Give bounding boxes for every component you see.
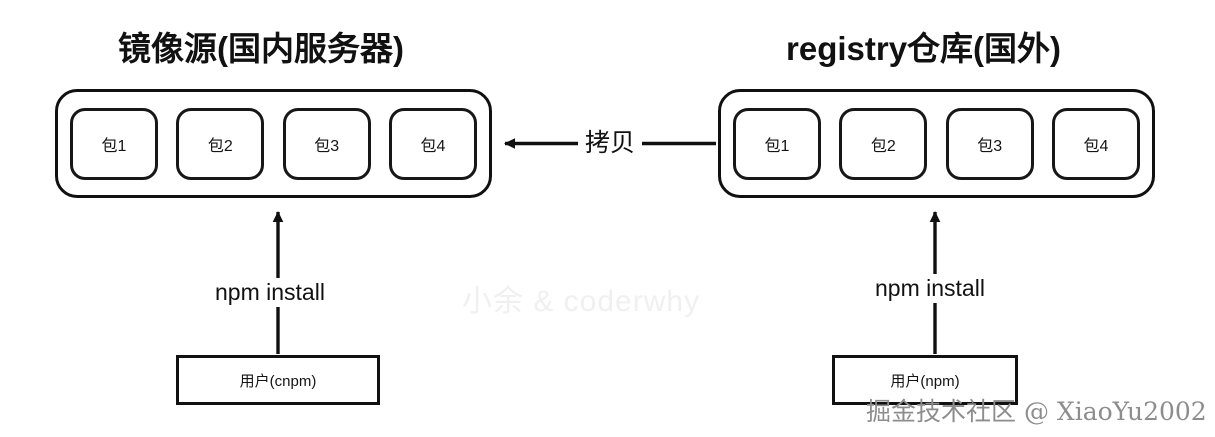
registry-package-1: 包1 bbox=[733, 107, 821, 180]
user-box-label: 用户(cnpm) bbox=[239, 372, 317, 390]
group-title-registry: registry仓库(国外) bbox=[786, 30, 1062, 67]
package-label: 包4 bbox=[420, 137, 446, 155]
group-title-mirror: 镜像源(国内服务器) bbox=[118, 30, 404, 67]
user-box-cnpm: 用户(cnpm) bbox=[176, 355, 380, 405]
registry-package-4: 包4 bbox=[1051, 107, 1140, 180]
mirror-package-1: 包1 bbox=[70, 107, 158, 180]
user-box-npm: 用户(npm) bbox=[832, 355, 1018, 405]
user-box-label: 用户(npm) bbox=[890, 372, 960, 390]
mirror-package-2: 包2 bbox=[176, 107, 265, 180]
registry-container: 包1 包2 包3 包4 bbox=[718, 89, 1155, 198]
edge-label-copy: 拷贝 bbox=[578, 129, 643, 158]
registry-package-3: 包3 bbox=[945, 107, 1034, 180]
package-label: 包1 bbox=[764, 137, 790, 155]
watermark-bottom: 掘金技术社区 @ XiaoYu2002 bbox=[866, 397, 1207, 426]
watermark-center: 小余 & coderwhy bbox=[462, 285, 701, 318]
registry-package-2: 包2 bbox=[839, 107, 928, 180]
mirror-package-4: 包4 bbox=[388, 107, 477, 180]
edge-label-install-right: npm install bbox=[869, 274, 991, 303]
package-label: 包3 bbox=[977, 137, 1003, 155]
mirror-container: 包1 包2 包3 包4 bbox=[55, 89, 492, 198]
package-label: 包4 bbox=[1083, 137, 1109, 155]
mirror-package-3: 包3 bbox=[282, 107, 371, 180]
package-label: 包3 bbox=[314, 137, 340, 155]
edge-label-install-left: npm install bbox=[209, 278, 331, 307]
package-label: 包2 bbox=[207, 137, 233, 155]
package-label: 包1 bbox=[101, 137, 127, 155]
package-label: 包2 bbox=[870, 137, 896, 155]
